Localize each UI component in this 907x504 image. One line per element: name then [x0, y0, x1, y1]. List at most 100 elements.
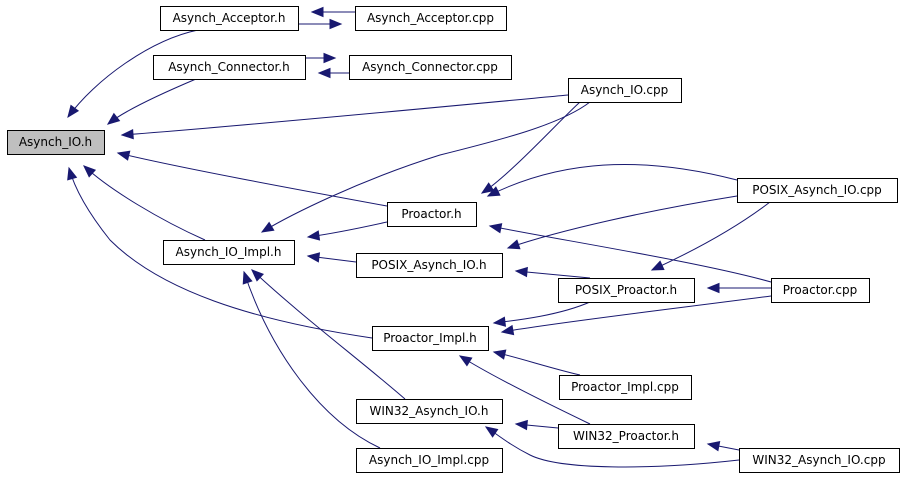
arrowhead-icon	[67, 166, 78, 181]
node-box	[356, 399, 503, 424]
node-label: Asynch_IO_Impl.cpp	[369, 453, 489, 467]
arrowhead-icon	[310, 6, 324, 18]
node-posix-proactor-h[interactable]: POSIX_Proactor.h	[558, 278, 695, 303]
edge-line	[459, 355, 591, 425]
edge-line	[515, 270, 591, 279]
node-box	[558, 278, 695, 303]
arrowhead-icon	[492, 316, 507, 327]
edge-win32_proactor_h-to-win32_asynch_io_h	[514, 419, 559, 431]
node-asynch-connector-cpp[interactable]: Asynch_Connector.cpp	[349, 55, 512, 80]
arrowhead-icon	[67, 104, 80, 119]
node-box	[568, 78, 682, 103]
node-win32-asynch-io-h[interactable]: WIN32_Asynch_IO.h	[356, 399, 503, 424]
edge-asynch_connector_h-to-asynch_connector_cpp	[305, 52, 337, 64]
edge-win32_asynch_io_cpp-to-win32_proactor_h	[706, 441, 740, 452]
node-label: Asynch_Acceptor.cpp	[367, 11, 494, 25]
node-asynch-io-h[interactable]: Asynch_IO.h	[7, 130, 105, 155]
arrowhead-icon	[116, 150, 131, 161]
arrowhead-icon	[480, 182, 495, 194]
node-proactor-impl-h[interactable]: Proactor_Impl.h	[372, 326, 489, 351]
arrowhead-icon	[506, 239, 521, 250]
edge-line	[651, 201, 771, 271]
edge-proactor_impl_h-to-asynch_io_h	[67, 166, 373, 339]
arrowhead-icon	[706, 282, 720, 294]
arrowhead-icon	[83, 165, 97, 178]
node-proactor-impl-cpp[interactable]: Proactor_Impl.cpp	[559, 375, 692, 400]
node-label: Proactor_Impl.h	[383, 331, 477, 345]
node-label: Asynch_Connector.cpp	[362, 60, 498, 74]
arrowhead-icon	[120, 128, 134, 140]
node-asynch-acceptor-h[interactable]: Asynch_Acceptor.h	[160, 6, 299, 31]
node-box	[349, 55, 512, 80]
arrowhead-icon	[650, 260, 665, 271]
edge-posix_asynch_io_cpp-to-posix_proactor_h	[650, 201, 771, 271]
edge-posix_asynch_io_cpp-to-proactor_h	[486, 163, 738, 197]
arrowhead-icon	[514, 266, 528, 278]
node-win32-proactor-h[interactable]: WIN32_Proactor.h	[558, 424, 695, 449]
node-box	[559, 375, 692, 400]
node-box	[153, 55, 306, 80]
node-box	[771, 278, 870, 303]
edge-asynch_connector_cpp-to-asynch_connector_h	[317, 67, 349, 79]
node-label: Asynch_IO.cpp	[581, 83, 669, 97]
node-box	[737, 178, 898, 203]
node-label: Proactor.h	[401, 207, 461, 221]
edge-line	[493, 351, 581, 376]
edge-win32_proactor_h-to-proactor_impl_h	[458, 355, 591, 425]
node-asynch-io-cpp[interactable]: Asynch_IO.cpp	[568, 78, 682, 103]
node-win32-asynch-io-cpp[interactable]: WIN32_Asynch_IO.cpp	[739, 448, 900, 473]
edge-line	[83, 165, 206, 241]
node-box	[387, 202, 477, 227]
node-asynch-io-impl-cpp[interactable]: Asynch_IO_Impl.cpp	[356, 448, 503, 473]
edge-line	[68, 167, 373, 339]
arrowhead-icon	[706, 441, 721, 452]
arrowhead-icon	[317, 67, 331, 79]
edge-posix_asynch_io_h-to-asynch_io_impl_h	[306, 252, 357, 263]
arrowhead-icon	[306, 230, 321, 241]
edge-line	[67, 29, 199, 118]
node-asynch-connector-h[interactable]: Asynch_Connector.h	[153, 55, 306, 80]
edge-line	[117, 152, 388, 207]
node-label: Proactor.cpp	[783, 283, 858, 297]
node-label: Asynch_IO.h	[19, 135, 92, 149]
edge-proactor_h-to-asynch_io_impl_h	[306, 221, 388, 241]
edge-proactor_cpp-to-proactor_h	[488, 223, 772, 283]
node-asynch-acceptor-cpp[interactable]: Asynch_Acceptor.cpp	[355, 6, 507, 31]
edge-line	[481, 101, 581, 194]
node-proactor-h[interactable]: Proactor.h	[387, 202, 477, 227]
node-label: WIN32_Asynch_IO.cpp	[752, 453, 885, 467]
node-posix-asynch-io-cpp[interactable]: POSIX_Asynch_IO.cpp	[737, 178, 898, 203]
node-label: Proactor_Impl.cpp	[571, 380, 679, 394]
arrowhead-icon	[458, 355, 473, 367]
node-label: Asynch_Connector.h	[168, 60, 290, 74]
arrowhead-icon	[484, 426, 499, 438]
edge-line	[107, 78, 197, 125]
edge-line	[485, 426, 740, 468]
node-asynch-io-impl-h[interactable]: Asynch_IO_Impl.h	[163, 240, 295, 265]
arrowhead-icon	[492, 349, 507, 360]
nodes-layer: Asynch_IO.h Asynch_Acceptor.h Asynch_Accep…	[7, 6, 900, 473]
edge-line	[121, 94, 569, 136]
node-label: POSIX_Proactor.h	[575, 283, 677, 297]
node-box	[739, 448, 900, 473]
node-proactor-cpp[interactable]: Proactor.cpp	[771, 278, 870, 303]
edge-line	[307, 221, 388, 238]
node-posix-asynch-io-h[interactable]: POSIX_Asynch_IO.h	[356, 253, 503, 278]
edge-posix_asynch_io_cpp-to-posix_asynch_io_h	[506, 195, 738, 250]
arrowhead-icon	[500, 324, 515, 336]
node-box	[372, 326, 489, 351]
edge-line	[489, 225, 772, 283]
node-box	[356, 448, 503, 473]
edge-line	[261, 101, 591, 233]
edge-asynch_io_cpp-to-asynch_io_h	[120, 94, 569, 140]
edge-win32_asynch_io_h-to-asynch_io_impl_h	[251, 269, 406, 400]
edge-line	[507, 195, 738, 249]
edge-win32_asynch_io_cpp-to-win32_asynch_io_h	[484, 426, 740, 468]
edge-proactor_impl_cpp-to-proactor_impl_h	[492, 349, 581, 376]
edge-line	[487, 163, 738, 197]
node-label: Asynch_IO_Impl.h	[176, 245, 282, 259]
node-box	[356, 253, 503, 278]
edge-line	[493, 301, 591, 324]
arrowhead-icon	[329, 18, 343, 30]
node-box	[558, 424, 695, 449]
